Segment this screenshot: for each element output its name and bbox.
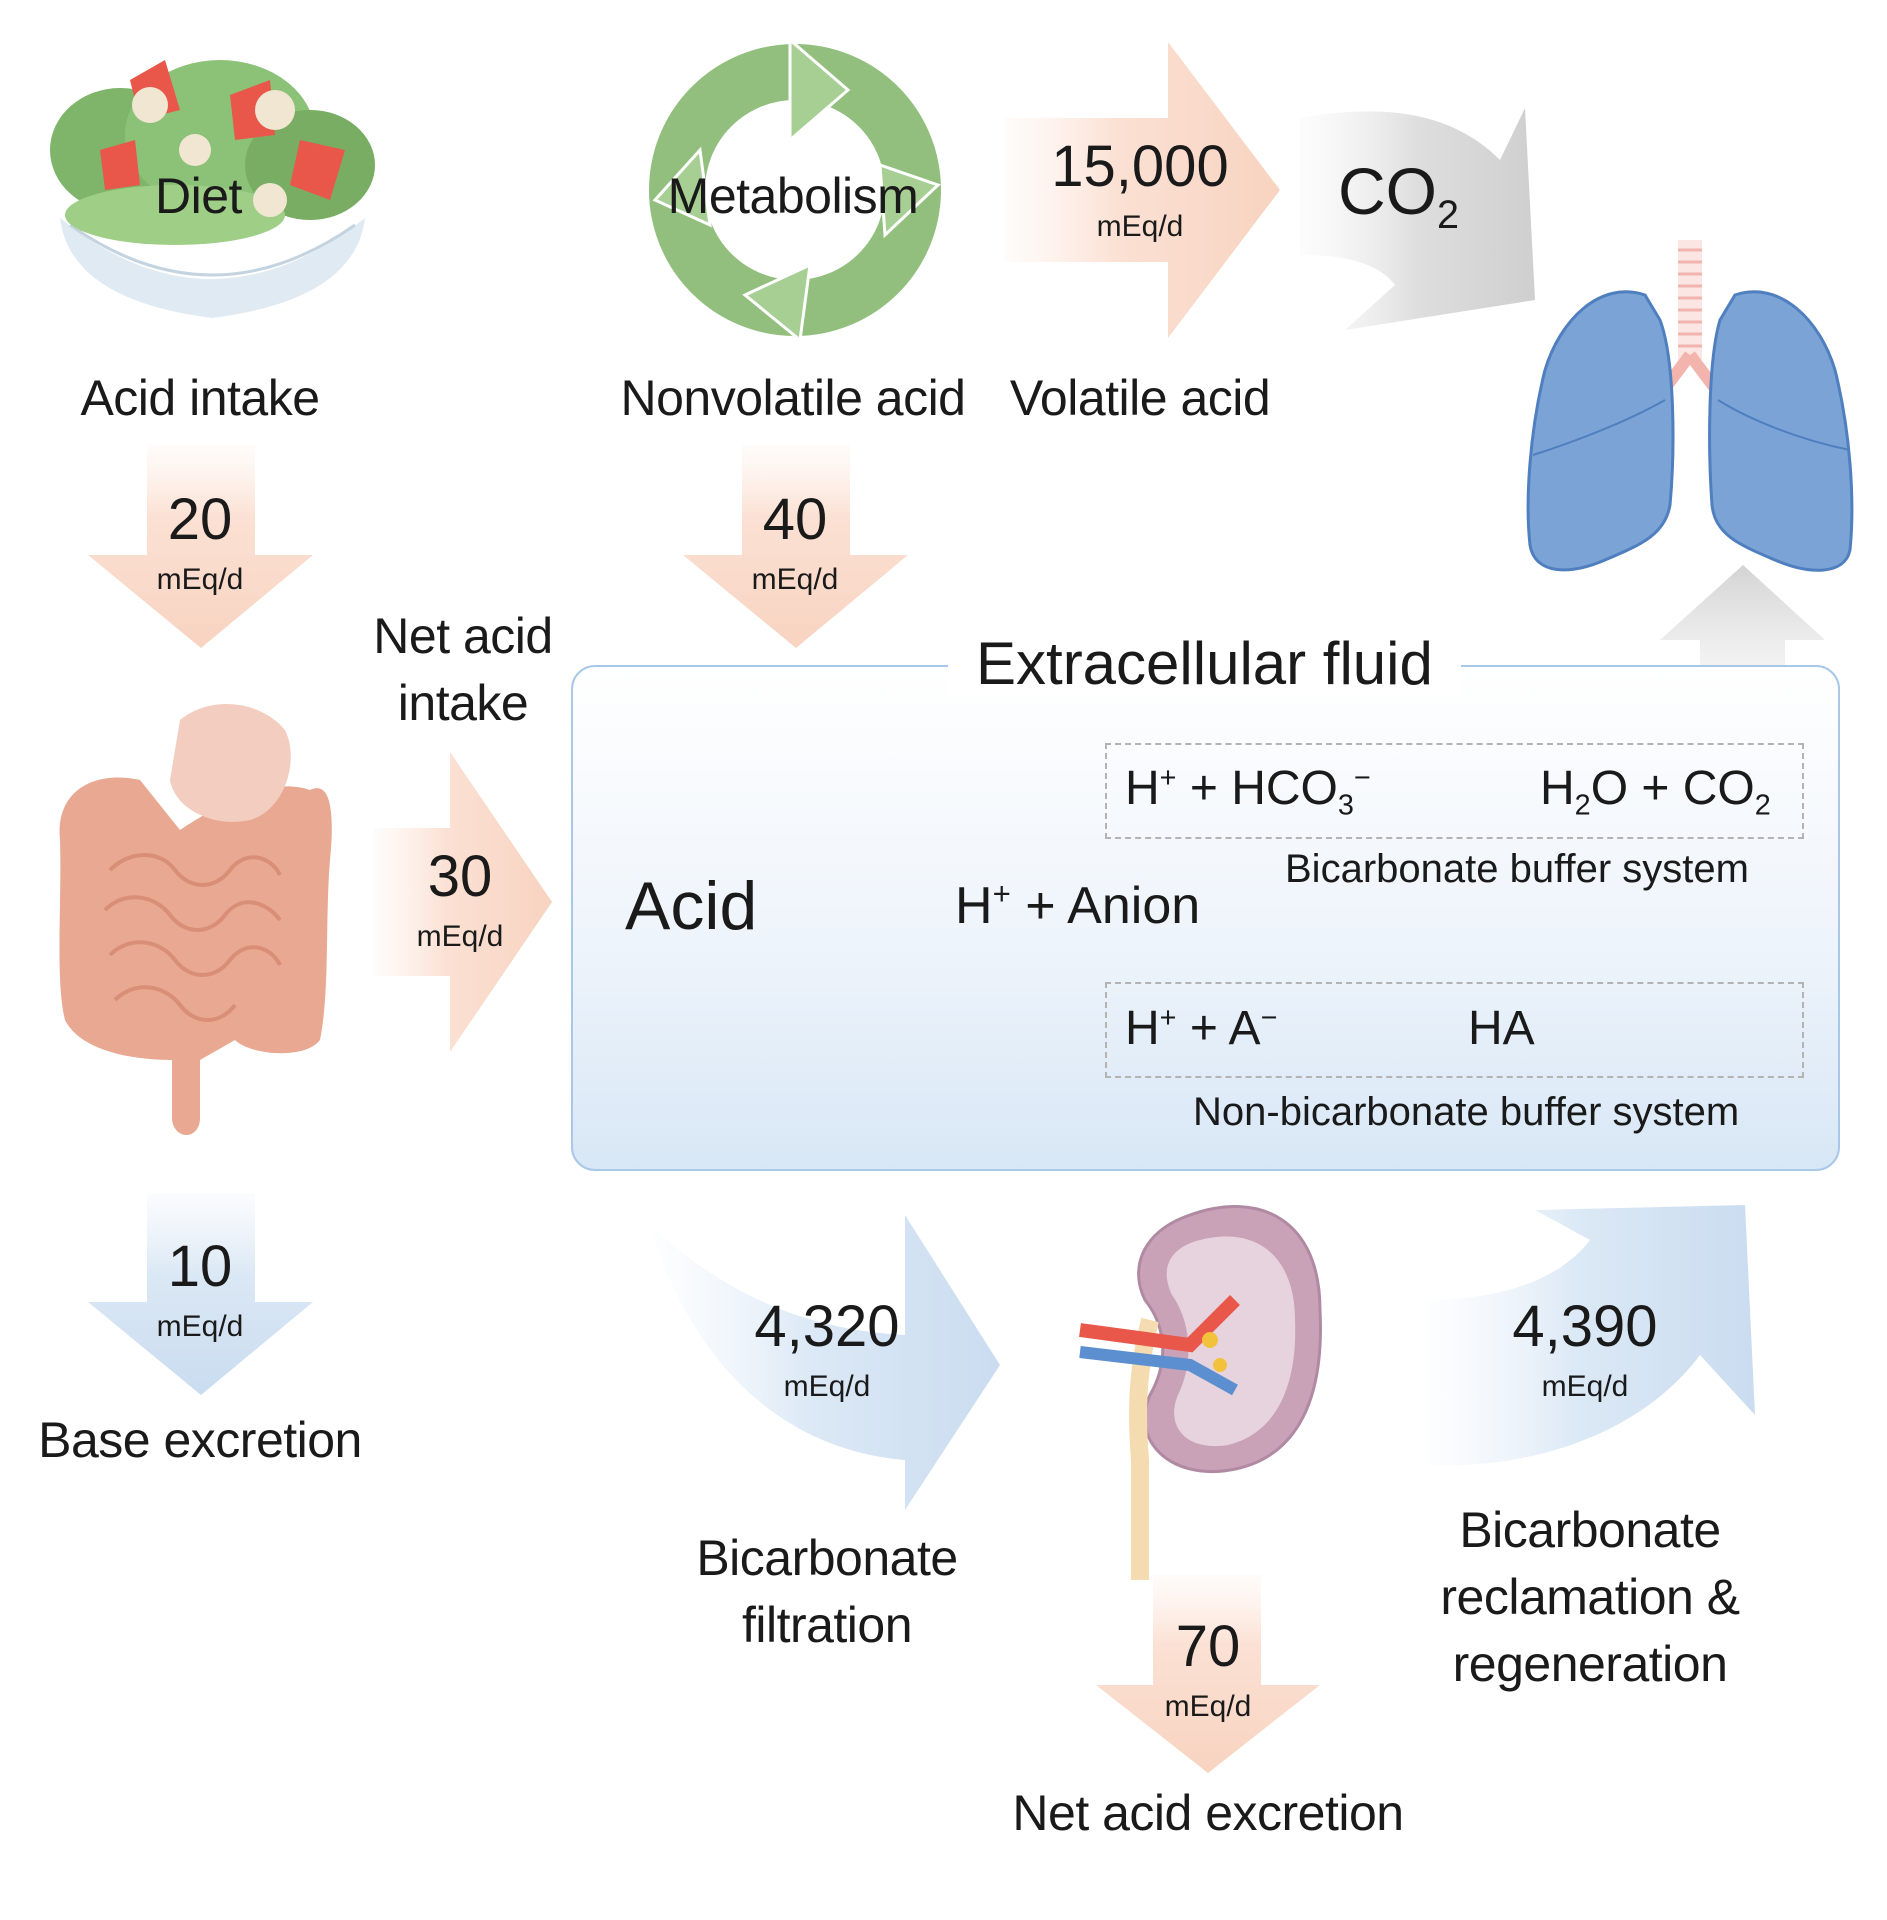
base-excretion-value: 10 [167,1234,233,1299]
acid-intake-label: Acid intake [80,370,320,426]
net-acid-intake-label-2: intake [397,675,529,731]
intestines-illustration [59,703,332,1135]
acid-intake-flow-value: 20 [167,487,233,552]
nonbicarbonate-buffer-caption: Non-bicarbonate buffer system [1193,1090,1740,1134]
reclamation-label-3: regeneration [1452,1636,1728,1692]
net-acid-intake-value: 30 [427,844,493,909]
metabolism-label: Metabolism [667,168,919,224]
arrow-net-acid-excretion [1096,1575,1320,1773]
filtration-value: 4,320 [754,1294,900,1359]
filtration-unit: mEq/d [783,1370,871,1403]
bicarbonate-left-side: H+ + HCO3− [1125,762,1371,822]
nonbicarbonate-equation-box [1105,982,1804,1078]
arrow-volatile [1005,42,1280,338]
diet-salad-illustration [50,60,375,318]
nonbicarbonate-right-side: HA [1468,1002,1535,1055]
filtration-label-1: Bicarbonate [696,1530,958,1586]
nonbicarbonate-left-side: H+ + A− [1125,1002,1278,1055]
reclamation-label-1: Bicarbonate [1459,1502,1721,1558]
volatile-acid-label: Volatile acid [1009,370,1271,426]
kidney-illustration [1079,1205,1322,1580]
net-acid-intake-label-1: Net acid [373,608,553,664]
dissociation-products: H+ + Anion [955,876,1201,935]
base-excretion-unit: mEq/d [156,1310,244,1343]
volatile-flow-unit: mEq/d [1096,210,1184,243]
nonvolatile-flow-unit: mEq/d [751,563,839,596]
extracellular-fluid-box [571,665,1840,1171]
bicarbonate-buffer-caption: Bicarbonate buffer system [1285,847,1749,891]
volatile-flow-value: 15,000 [1051,134,1229,199]
reclamation-label-2: reclamation & [1440,1569,1740,1625]
bicarbonate-right-side: H2O + CO2 [1540,762,1771,822]
reclamation-value: 4,390 [1512,1294,1658,1359]
acid-text: Acid [625,868,758,944]
bicarbonate-equation-box [1105,743,1804,839]
co2-label: CO2 [1338,154,1460,238]
lungs-illustration [1526,240,1854,572]
arrow-net-acid-intake [374,752,552,1052]
base-excretion-label: Base excretion [38,1412,362,1468]
ecf-title: Extracellular fluid [948,630,1461,698]
diet-label: Diet [155,168,242,224]
arrow-co2 [1300,108,1535,330]
arrow-base-excretion [88,1193,313,1395]
net-acid-excretion-value: 70 [1175,1614,1241,1679]
nonvolatile-flow-value: 40 [762,487,828,552]
metabolism-cycle-icon [649,36,941,343]
reclamation-unit: mEq/d [1541,1370,1629,1403]
arrow-reclamation [1425,1205,1755,1466]
net-acid-excretion-unit: mEq/d [1164,1690,1252,1723]
filtration-label-2: filtration [741,1597,913,1653]
arrow-nonvolatile [683,445,908,648]
nonvolatile-acid-label: Nonvolatile acid [620,370,966,426]
acid-intake-flow-unit: mEq/d [156,563,244,596]
arrow-filtration [650,1215,1000,1510]
net-acid-excretion-label: Net acid excretion [1012,1785,1404,1841]
arrow-acid-intake [88,445,313,648]
net-acid-intake-unit: mEq/d [416,920,504,953]
